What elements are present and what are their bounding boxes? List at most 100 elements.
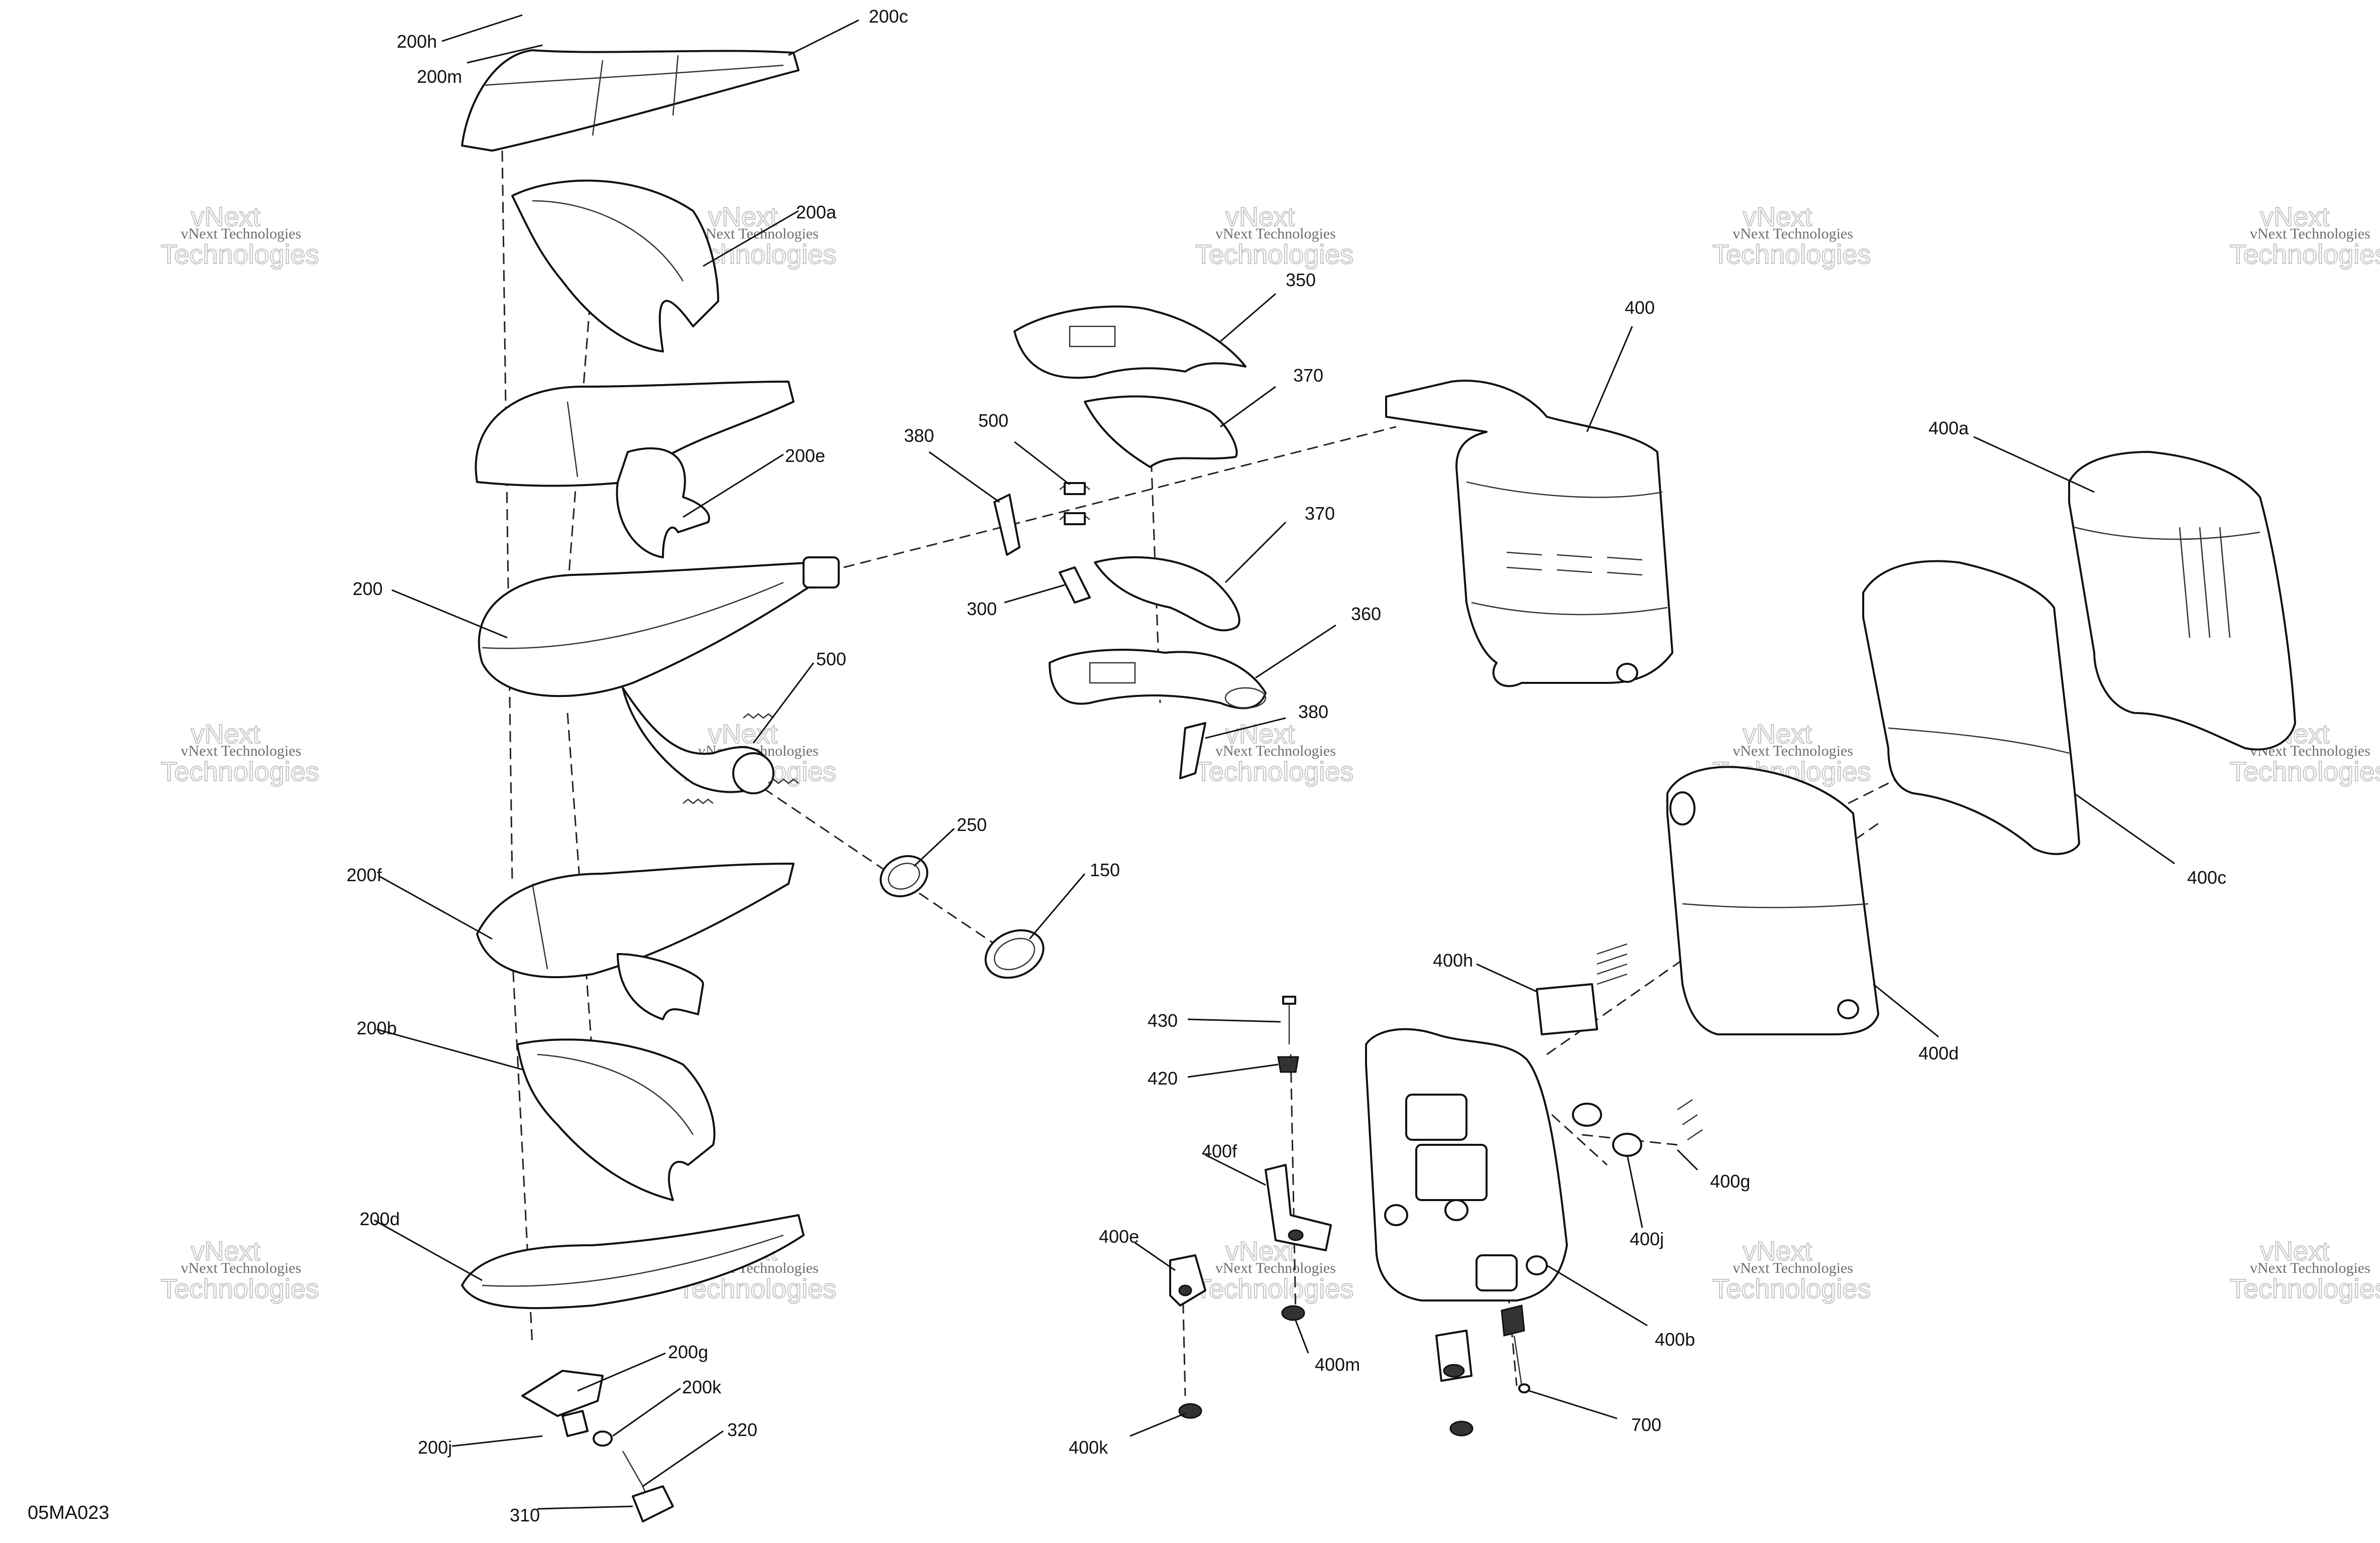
muffler-body-400b — [1365, 1028, 1568, 1301]
heat-shield-200a — [511, 179, 719, 352]
document-id: 05MA023 — [28, 1502, 109, 1523]
callout-380-lower: 380 — [1298, 701, 1328, 722]
callout-150: 150 — [1090, 860, 1120, 880]
plate-400h — [1536, 943, 1628, 1035]
sensor-700 — [1501, 1304, 1530, 1393]
callout-420: 420 — [1148, 1068, 1178, 1089]
watermark-vnext: vNext — [2260, 1236, 2329, 1266]
callout-200h: 200h — [397, 31, 437, 52]
bolt-430 — [1282, 996, 1296, 1044]
bracket-320 — [622, 1451, 674, 1522]
callout-310: 310 — [510, 1505, 540, 1525]
leader-lines — [374, 14, 2175, 1510]
callout-400d: 400d — [1918, 1043, 1959, 1063]
callout-200k: 200k — [682, 1377, 722, 1397]
watermark-vnext: vNext — [708, 719, 777, 749]
bracket-400e — [1169, 1254, 1206, 1307]
expansion-chamber-200 — [478, 556, 840, 794]
callout-380-upper: 380 — [904, 425, 934, 446]
clip-380-lower — [1179, 722, 1206, 779]
callout-250: 250 — [957, 814, 987, 835]
callout-400f: 400f — [1202, 1141, 1237, 1161]
watermark-technologies: Technologies — [2230, 240, 2380, 270]
cover-400d — [1666, 766, 1879, 1035]
bracket-200g — [521, 1370, 604, 1437]
watermark-text: vNext Technologies — [1215, 225, 1336, 242]
callout-200c: 200c — [869, 6, 908, 27]
parts-layer — [461, 49, 2296, 1522]
watermark-text: vNext Technologies — [2250, 225, 2370, 242]
watermark-vnext: vNext — [1743, 1236, 1812, 1266]
watermark-text: vNext Technologies — [181, 1260, 301, 1276]
watermark: vNext vNext Technologies Technologies — [160, 719, 319, 787]
watermark-technologies: Technologies — [1195, 240, 1353, 270]
callout-200: 200 — [353, 578, 383, 599]
watermark: vNext vNext Technologies Technologies — [160, 1236, 319, 1304]
muffler-400 — [1385, 380, 1673, 687]
ring-150 — [984, 929, 1045, 979]
heat-shield-200b — [516, 1038, 716, 1201]
callout-200a: 200a — [796, 202, 837, 222]
watermark-vnext: vNext — [1225, 202, 1295, 232]
callout-400a: 400a — [1929, 418, 1969, 438]
callout-400e: 400e — [1099, 1226, 1139, 1247]
watermark-vnext: vNext — [1743, 202, 1812, 232]
gasket-250 — [879, 855, 929, 897]
callout-200e: 200e — [785, 445, 825, 466]
heat-shield-200e — [475, 381, 795, 558]
watermark-vnext: vNext — [191, 1236, 260, 1266]
callout-200d: 200d — [360, 1209, 400, 1229]
watermark-technologies: Technologies — [1713, 240, 1871, 270]
watermark-text: vNext Technologies — [181, 225, 301, 242]
watermark-text: vNext Technologies — [2250, 1260, 2370, 1276]
callout-500: 500 — [816, 649, 846, 669]
callout-360: 360 — [1351, 604, 1381, 624]
clip-380-upper — [993, 494, 1021, 556]
springs-500 — [683, 713, 799, 804]
watermark-text: vNext Technologies — [1215, 743, 1336, 759]
watermark-vnext: vNext — [708, 202, 777, 232]
watermark-technologies: Technologies — [1195, 757, 1353, 787]
callout-300: 300 — [967, 599, 997, 619]
callout-400m: 400m — [1315, 1354, 1360, 1375]
watermark: vNext vNext Technologies Technologies — [1195, 719, 1354, 787]
mid-pipe-360 — [1049, 649, 1267, 709]
callout-400: 400 — [1625, 297, 1655, 318]
watermark-technologies: Technologies — [2230, 757, 2380, 787]
callout-370-upper: 370 — [1293, 365, 1323, 386]
grommet-400m — [1281, 1305, 1305, 1321]
heat-shield-200d — [461, 1214, 805, 1310]
plate-400j — [1572, 1099, 1703, 1157]
watermark-vnext: vNext — [191, 202, 260, 232]
watermark-technologies: Technologies — [161, 1274, 319, 1304]
callout-370-lower: 370 — [1305, 503, 1335, 524]
callout-labels: 200h 200m 200c 200a 200e 200 500 200f 20… — [347, 6, 2226, 1525]
callout-400h: 400h — [1433, 950, 1473, 971]
grommet-400k — [1178, 1403, 1474, 1437]
callout-400c: 400c — [2187, 867, 2226, 888]
watermark-technologies: Technologies — [161, 240, 319, 270]
watermark: vNext vNext Technologies Technologies — [160, 201, 319, 270]
callout-700: 700 — [1631, 1414, 1661, 1435]
callout-430: 430 — [1148, 1010, 1178, 1031]
watermark-text: vNext Technologies — [1733, 743, 1853, 759]
watermark: vNext vNext Technologies Technologies — [1195, 1236, 1354, 1304]
callout-400b: 400b — [1655, 1329, 1695, 1350]
heat-shield-200c — [461, 49, 800, 152]
watermark: vNext vNext Technologies Technologies — [2229, 201, 2380, 270]
callout-350: 350 — [1286, 270, 1316, 290]
callout-200m: 200m — [417, 66, 462, 87]
watermark-technologies: Technologies — [2230, 1274, 2380, 1304]
bracket-400f — [1265, 1164, 1332, 1251]
callout-200j: 200j — [418, 1437, 452, 1458]
watermark: vNext vNext Technologies Technologies — [1195, 201, 1354, 270]
watermark-vnext: vNext — [1743, 719, 1812, 749]
callout-200b: 200b — [357, 1018, 397, 1038]
shield-370-lower — [1094, 556, 1240, 632]
callout-500-upper: 500 — [978, 410, 1008, 431]
watermark-technologies: Technologies — [161, 757, 319, 787]
watermark-technologies: Technologies — [1713, 1274, 1871, 1304]
heat-shield-350 — [1013, 305, 1246, 379]
